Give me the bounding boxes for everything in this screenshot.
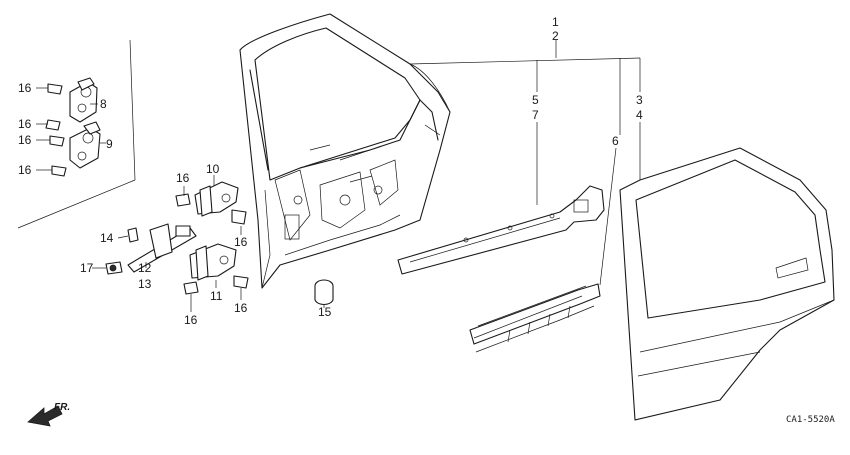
callout-13: 13 [138, 277, 152, 291]
callout-7: 7 [532, 108, 539, 122]
callout-16-e: 16 [176, 171, 190, 185]
callout-11: 11 [210, 289, 223, 303]
callout-8: 8 [100, 97, 107, 111]
part-9-hinge-mount [69, 121, 101, 169]
inset-frame [17, 39, 136, 229]
part-14-pin [127, 227, 139, 243]
callout-6: 6 [612, 134, 619, 148]
callout-15: 15 [318, 305, 332, 319]
callout-5: 5 [532, 93, 539, 107]
figure-code: CA1-5520A [786, 415, 835, 425]
callout-17: 17 [80, 261, 94, 275]
callout-16-a: 16 [18, 81, 32, 95]
callout-14: 14 [100, 231, 114, 245]
part-15-grommet [314, 279, 334, 306]
callout-16-d: 16 [18, 163, 32, 177]
callout-16-f: 16 [234, 235, 248, 249]
part-6-weatherstrip [469, 283, 601, 353]
callout-16-b: 16 [18, 117, 32, 131]
callout-16-g: 16 [184, 313, 198, 327]
part-11-lower-hinge [189, 243, 237, 281]
callout-16-h: 16 [234, 301, 248, 315]
callout-2: 2 [552, 29, 559, 43]
part-12-door-checker [127, 223, 197, 273]
callout-10: 10 [206, 162, 220, 176]
callout-labels: 1 2 3 4 5 7 6 8 9 10 11 12 13 14 15 17 1… [18, 15, 643, 327]
callout-1: 1 [552, 15, 559, 29]
leader-lines [36, 40, 641, 312]
callout-12: 12 [138, 261, 152, 275]
door-outer-panel [619, 147, 835, 421]
front-arrow-icon [27, 405, 63, 427]
callout-4: 4 [636, 108, 643, 122]
part-17-bolt [105, 261, 123, 275]
callout-9: 9 [106, 137, 113, 151]
front-direction-label: FR. [54, 402, 70, 413]
inset-bolts [45, 83, 67, 177]
part-5-door-molding [397, 185, 605, 275]
callout-3: 3 [636, 93, 643, 107]
door-inner-frame [239, 13, 451, 289]
part-10-upper-hinge [194, 181, 239, 217]
callout-16-c: 16 [18, 133, 32, 147]
part-8-hinge-mount [69, 77, 98, 123]
